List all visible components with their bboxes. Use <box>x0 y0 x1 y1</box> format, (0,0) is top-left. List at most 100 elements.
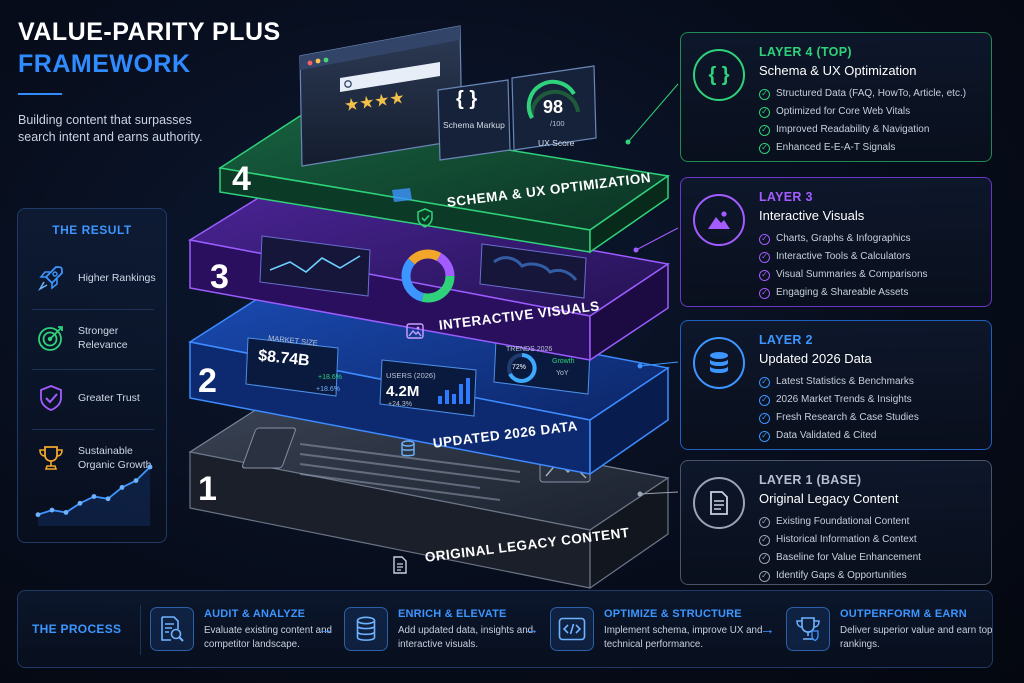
step-title: ENRICH & ELEVATE <box>398 608 507 620</box>
document-icon <box>392 556 408 574</box>
list-item: ✓2026 Market Trends & Insights <box>759 391 977 409</box>
check-icon: ✓ <box>759 287 770 299</box>
result-panel: THE RESULT Higher Rankings Stronger Rele… <box>17 208 167 543</box>
title-line-1: VALUE-PARITY PLUS <box>18 18 281 46</box>
process-step: ENRICH & ELEVATE Add updated data, insig… <box>344 605 534 657</box>
subtitle: Building content that surpasses search i… <box>18 113 203 144</box>
result-label: Stronger Relevance <box>78 325 128 351</box>
process-step: OPTIMIZE & STRUCTURE Implement schema, i… <box>550 605 762 657</box>
check-icon: ✓ <box>759 552 770 564</box>
divider <box>32 309 154 310</box>
ux-score-max: /100 <box>550 119 565 128</box>
shield-check-icon <box>32 379 70 417</box>
growth-point <box>91 494 97 499</box>
list-item: ✓Interactive Tools & Calculators <box>759 248 977 266</box>
trends-growth: Growth <box>552 358 575 365</box>
layer-stack <box>187 25 679 590</box>
result-label: Higher Rankings <box>78 272 156 284</box>
title-underline <box>18 93 62 95</box>
market-delta-1: +18.6% <box>318 374 342 381</box>
image-icon <box>406 322 424 340</box>
growth-point <box>35 512 41 518</box>
search-bar <box>340 62 440 92</box>
list-item: ✓Enhanced E-E-A-T Signals <box>759 139 977 157</box>
step-title: AUDIT & ANALYZE <box>204 608 306 620</box>
arrow-right-icon: → <box>760 621 775 638</box>
step-description: Implement schema, improve UX and technic… <box>604 625 763 650</box>
result-label: Sustainable Organic Growth <box>78 445 152 471</box>
card-title: Interactive Visuals <box>759 208 865 223</box>
growth-point <box>147 464 153 470</box>
card-label: LAYER 2 <box>759 333 813 347</box>
growth-chart <box>35 464 153 526</box>
growth-point <box>49 507 55 513</box>
list-item: ✓Baseline for Value Enhancement <box>759 549 977 567</box>
result-item: Sustainable Organic Growth <box>32 433 162 483</box>
list-item: ✓Data Validated & Cited <box>759 427 977 445</box>
list-item: ✓Latest Statistics & Benchmarks <box>759 373 977 391</box>
trends-percent: 72% <box>512 364 527 371</box>
result-item: Stronger Relevance <box>32 313 162 363</box>
list-item: ✓Structured Data (FAQ, HowTo, Article, e… <box>759 85 977 103</box>
layer-4-slab <box>217 25 670 254</box>
layer-card-4: { } LAYER 4 (TOP) Schema & UX Optimizati… <box>680 32 992 162</box>
check-icon: ✓ <box>759 124 770 136</box>
arrow-right-icon: → <box>318 621 333 638</box>
check-icon: ✓ <box>759 142 770 154</box>
line-chart-screen <box>259 235 371 297</box>
list-item: ✓Historical Information & Context <box>759 531 977 549</box>
trends-label: TRENDS 2026 <box>506 346 553 353</box>
result-label: Greater Trust <box>78 392 140 404</box>
ux-score-value: 98 <box>543 97 564 117</box>
growth-point <box>77 500 83 506</box>
ux-score-label: UX Score <box>538 138 575 148</box>
process-bar: THE PROCESS AUDIT & ANALYZE Evaluate exi… <box>17 590 993 668</box>
users-value: 4.2M <box>386 383 420 400</box>
check-icon: ✓ <box>759 570 770 582</box>
card-label: LAYER 1 (BASE) <box>759 473 862 487</box>
layer-card-1: LAYER 1 (BASE) Original Legacy Content ✓… <box>680 460 992 585</box>
check-icon: ✓ <box>759 412 770 424</box>
layer-1-number: 1 <box>198 470 217 508</box>
market-card <box>245 337 339 397</box>
document-icon <box>693 477 745 529</box>
audit-icon <box>150 607 194 651</box>
step-title: OPTIMIZE & STRUCTURE <box>604 608 742 620</box>
card-title: Original Legacy Content <box>759 491 899 506</box>
database-icon <box>400 440 416 458</box>
result-item: Higher Rankings <box>32 253 162 303</box>
list-item: ✓Visual Summaries & Comparisons <box>759 266 977 284</box>
result-item: Greater Trust <box>32 373 162 423</box>
database-icon <box>693 337 745 389</box>
schema-card <box>437 79 511 161</box>
users-label: USERS (2026) <box>386 371 436 380</box>
layer-2-number: 2 <box>198 362 217 400</box>
target-icon <box>32 319 70 357</box>
step-description: Add updated data, insights and interacti… <box>398 625 534 650</box>
check-icon: ✓ <box>759 251 770 263</box>
card-label: LAYER 4 (TOP) <box>759 45 852 59</box>
process-step: AUDIT & ANALYZE Evaluate existing conten… <box>150 605 340 657</box>
rocket-icon <box>32 259 70 297</box>
check-icon: ✓ <box>759 233 770 245</box>
layer-2-slab <box>188 291 670 476</box>
title-line-2: FRAMEWORK <box>18 50 191 78</box>
database-icon <box>344 607 388 651</box>
list-item: ✓Optimized for Core Web Vitals <box>759 103 977 121</box>
market-delta-2: +18.6% <box>316 386 340 393</box>
check-icon: ✓ <box>759 269 770 281</box>
users-delta: +24.3% <box>388 401 412 408</box>
growth-point <box>63 509 69 515</box>
arrow-right-icon: → <box>524 621 539 638</box>
list-item: ✓Fresh Research & Case Studies <box>759 409 977 427</box>
layer-3-slab <box>187 191 670 362</box>
code-icon <box>550 607 594 651</box>
card-title: Schema & UX Optimization <box>759 63 917 78</box>
check-icon: ✓ <box>759 430 770 442</box>
layer-card-3: LAYER 3 Interactive Visuals ✓Charts, Gra… <box>680 177 992 307</box>
check-icon: ✓ <box>759 534 770 546</box>
growth-point <box>105 496 111 502</box>
trophy-icon <box>786 607 830 651</box>
process-step: OUTPERFORM & EARN Deliver superior value… <box>786 605 992 657</box>
divider <box>32 429 154 430</box>
